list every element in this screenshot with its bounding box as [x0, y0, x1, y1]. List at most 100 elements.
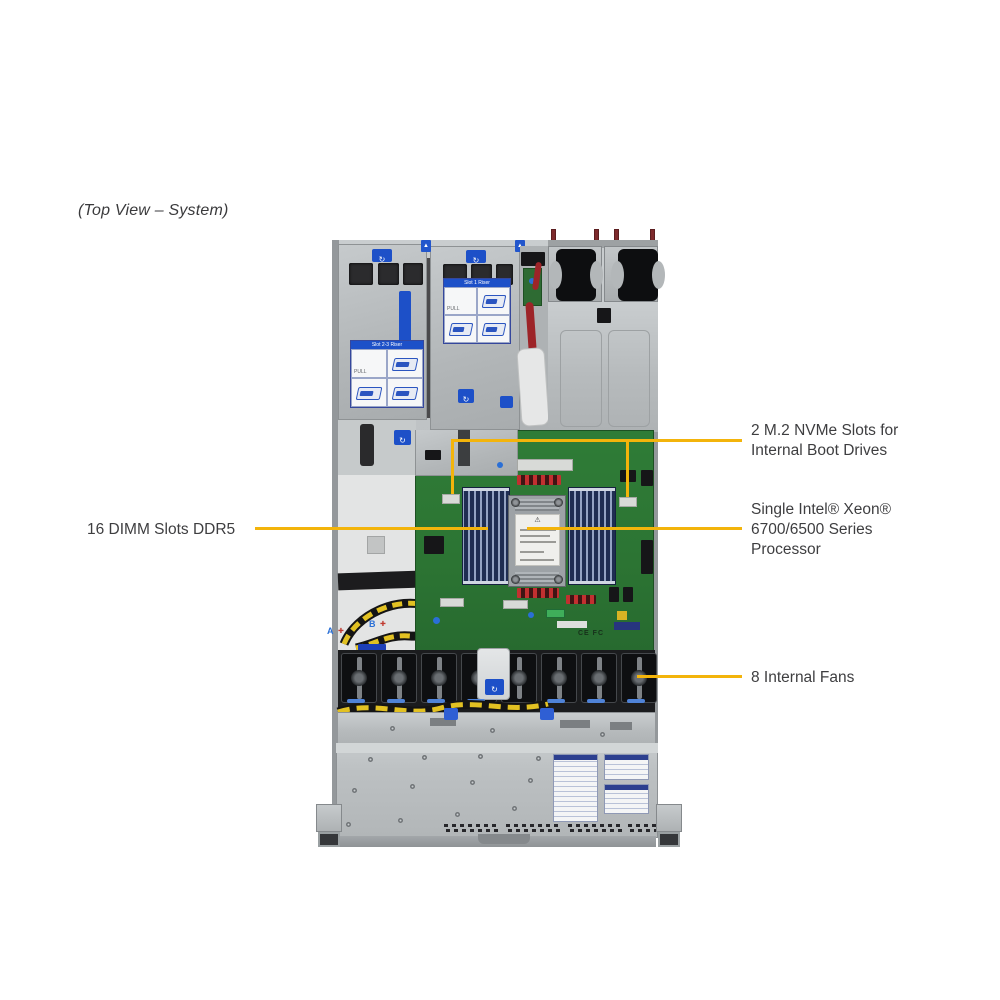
label-line — [520, 551, 544, 553]
fan-connector — [387, 699, 405, 703]
cover-top-band — [336, 743, 658, 753]
panel-cutout — [597, 308, 611, 323]
air-shroud-tab: ↻ — [477, 648, 510, 700]
screw — [528, 778, 533, 783]
warning-flag-icon: ▲ — [421, 240, 431, 252]
recycle-badge-icon — [500, 396, 513, 408]
standoff — [497, 462, 503, 468]
slot-label-strip — [399, 291, 411, 353]
fan-connector — [547, 699, 565, 703]
card-header: Slot 1 Riser — [444, 279, 510, 287]
floor-fitting — [367, 536, 385, 554]
board-connector — [503, 600, 528, 609]
drive-tray-drawing — [448, 323, 474, 337]
recycle-badge-icon: ↻ — [458, 389, 474, 404]
heatsink-fins — [515, 499, 559, 511]
heatsink-screw — [554, 575, 563, 584]
m2-slot-right — [619, 497, 637, 507]
edge-connector — [641, 470, 653, 486]
rack-ear-left-slot — [318, 832, 340, 847]
cable-pouch — [516, 347, 550, 427]
screw — [600, 732, 605, 737]
label-line — [520, 529, 556, 531]
callout-label-cpu: Single Intel® Xeon® 6700/6500 Series Pro… — [751, 500, 891, 560]
m2-slot-left — [442, 494, 460, 504]
vent-slots — [568, 823, 622, 834]
fan-connector — [587, 699, 605, 703]
crossbar-cutout — [560, 720, 590, 728]
bracket-slot — [458, 430, 470, 466]
screw — [536, 756, 541, 761]
screw — [390, 726, 395, 731]
card-cell — [387, 349, 423, 378]
screw — [470, 780, 475, 785]
vent-slots — [444, 823, 500, 834]
screw — [512, 806, 517, 811]
card-cell — [387, 378, 423, 407]
heatsink-screw — [554, 498, 563, 507]
psu-top-edge — [548, 240, 658, 248]
card-cell: PULL — [444, 287, 477, 315]
card-cell: PULL — [351, 349, 387, 378]
card-cell — [351, 378, 387, 407]
spec-label-rows — [605, 790, 648, 813]
power-supply-2 — [604, 246, 665, 302]
card-cell — [477, 315, 510, 343]
fan-power-cable — [336, 699, 550, 717]
ic-chip — [623, 587, 633, 602]
callout-label-fans: 8 Internal Fans — [751, 669, 855, 686]
panel-stamp — [560, 330, 602, 427]
chassis-floor-shaded — [338, 420, 416, 475]
fan — [621, 653, 657, 703]
heatsink-screw — [511, 575, 520, 584]
pcb-led — [529, 278, 535, 284]
pull-text: PULL — [354, 369, 367, 375]
m2-label-line2: Internal Boot Drives — [751, 442, 888, 459]
edge-connector — [641, 540, 653, 574]
screw — [455, 812, 460, 817]
card-header: Slot 2-3 Riser — [351, 341, 423, 349]
mid-crossbar — [338, 712, 655, 744]
recycle-badge-icon: ↻ — [394, 430, 411, 445]
vent-slots — [506, 823, 562, 834]
bracket-divider — [427, 258, 430, 418]
chassis-left-rail — [332, 240, 339, 838]
cpu-label-line3: Processor — [751, 541, 821, 558]
label-line — [520, 541, 556, 543]
panel-stamp — [608, 330, 650, 427]
green-terminal — [546, 609, 565, 618]
standoff — [528, 612, 534, 618]
drive-tray-drawing — [481, 295, 507, 309]
jumper-block — [517, 588, 559, 598]
board-connector — [440, 598, 464, 607]
chassis-right-rail — [651, 240, 658, 838]
callout-line-dimm — [255, 527, 488, 530]
riser-cutout — [349, 263, 373, 285]
label-line — [520, 535, 550, 537]
cable-mark: ✚ — [338, 628, 344, 635]
fan — [341, 653, 377, 703]
fan-connector — [347, 699, 365, 703]
riser-cutout — [378, 263, 399, 285]
power-supply-1 — [548, 246, 603, 302]
diagram-title: (Top View – System) — [78, 202, 229, 219]
blue-clip — [444, 708, 458, 720]
blue-clip — [540, 708, 554, 720]
jumper-block — [566, 595, 596, 604]
cpu-label-line1: Single Intel® Xeon® — [751, 501, 892, 518]
drive-tray-drawing — [355, 386, 383, 400]
spec-label-header — [605, 785, 648, 790]
screw — [346, 822, 351, 827]
blue-sticker — [358, 644, 386, 653]
board-connector — [517, 459, 573, 471]
psu-fan — [549, 249, 603, 301]
callout-line-cpu — [527, 527, 742, 530]
riser-instruction-card: Slot 2-3 Riser PULL — [350, 340, 424, 408]
ic-chip — [609, 587, 619, 602]
riser-instruction-card: Slot 1 Riser PULL — [443, 278, 511, 344]
fan — [581, 653, 617, 703]
screw — [490, 728, 495, 733]
drive-tray-drawing — [481, 323, 507, 337]
screw — [398, 818, 403, 823]
callout-label-dimm: 16 DIMM Slots DDR5 — [87, 521, 236, 538]
